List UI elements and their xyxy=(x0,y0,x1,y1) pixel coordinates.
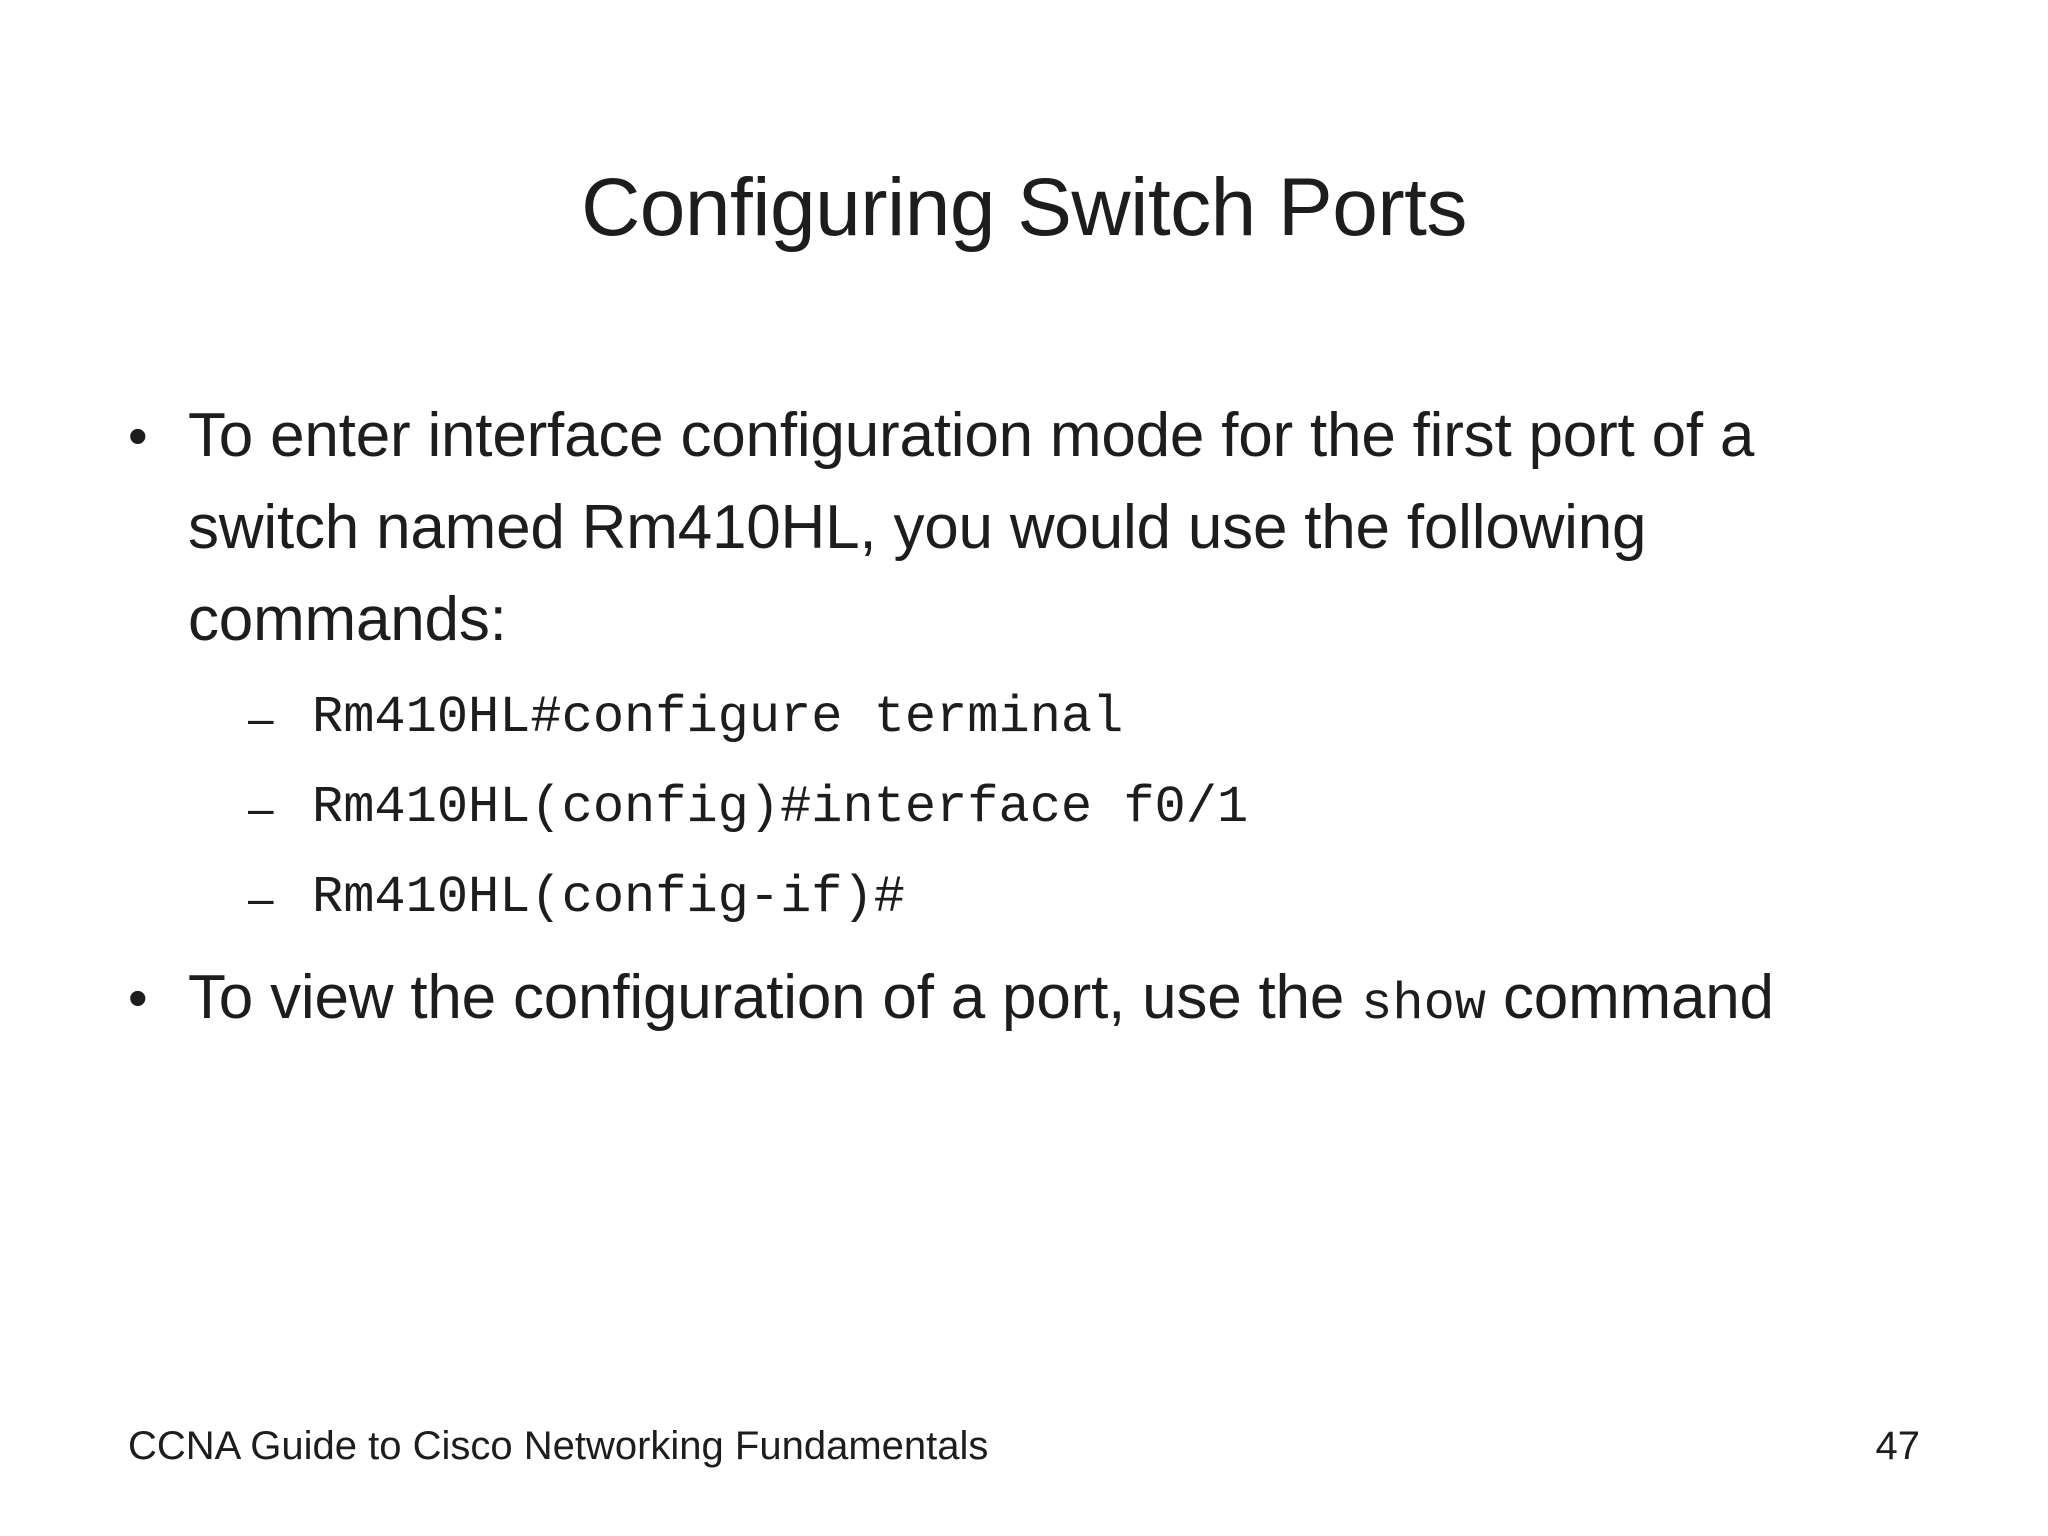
list-item: – Rm410HL#configure terminal xyxy=(120,680,1940,756)
footer-title: CCNA Guide to Cisco Networking Fundament… xyxy=(128,1424,989,1468)
command-text: Rm410HL(config-if)# xyxy=(312,868,905,927)
bullet-item-view-port-config: • To view the configuration of a port, u… xyxy=(120,952,1940,1051)
inline-command-show: show xyxy=(1361,975,1486,1034)
slide-body: • To enter interface configuration mode … xyxy=(120,390,1940,1051)
list-item: – Rm410HL(config)#interface f0/1 xyxy=(120,770,1940,846)
slide-footer: CCNA Guide to Cisco Networking Fundament… xyxy=(0,1418,2048,1474)
bullet-dash-icon: – xyxy=(248,782,274,834)
bullet-item-enter-interface-config: • To enter interface configuration mode … xyxy=(120,390,1940,666)
bullet-text: To enter interface configuration mode fo… xyxy=(188,401,1755,654)
page-title: Configuring Switch Ports xyxy=(581,161,1467,253)
command-text: Rm410HL#configure terminal xyxy=(312,688,1124,747)
page-number: 47 xyxy=(1875,1424,1921,1468)
list-item: – Rm410HL(config-if)# xyxy=(120,860,1940,936)
bullet-dot-icon: • xyxy=(128,404,148,467)
bullet-text-before: To view the configuration of a port, use… xyxy=(188,963,1362,1032)
bullet-dash-icon: – xyxy=(248,692,274,744)
bullet-dash-icon: – xyxy=(248,872,274,924)
command-list: – Rm410HL#configure terminal – Rm410HL(c… xyxy=(120,680,1940,936)
bullet-dot-icon: • xyxy=(128,966,148,1029)
bullet-text-after: command xyxy=(1485,963,1774,1032)
bullet-text: To view the configuration of a port, use… xyxy=(188,952,1940,1051)
command-text: Rm410HL(config)#interface f0/1 xyxy=(312,778,1249,837)
